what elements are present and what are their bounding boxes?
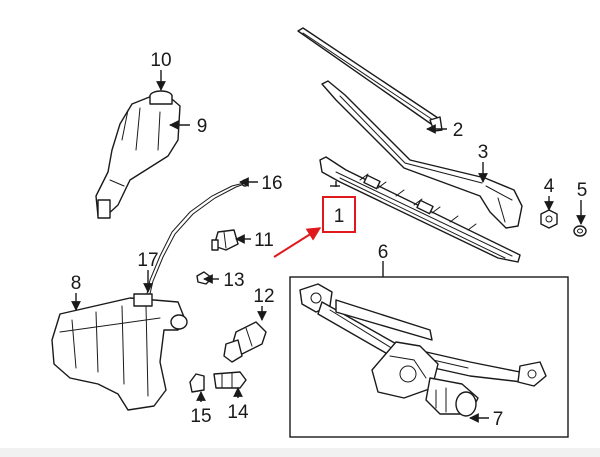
callout-11: 11	[254, 230, 274, 251]
part-clip	[196, 271, 213, 285]
callout-3: 3	[478, 142, 489, 163]
callout-17: 17	[137, 250, 158, 271]
part-level-sensor	[213, 371, 247, 389]
callout-labels: 1 2 3 4 5 6 7 8 9 10 11 12 13 14 15 16 1…	[71, 50, 588, 430]
part-nut	[540, 209, 558, 229]
part-grommet	[189, 373, 205, 393]
callout-9: 9	[197, 116, 208, 137]
callout-10: 10	[150, 50, 171, 71]
inset-frame-wiper-linkage	[289, 276, 569, 438]
part-reservoir-upper	[95, 90, 181, 219]
callout-7: 7	[493, 409, 504, 430]
callout-13: 13	[223, 270, 244, 291]
part-wiper-blade-main	[319, 156, 521, 263]
part-washer	[573, 225, 587, 237]
callout-1: 1	[334, 206, 345, 227]
callout-5: 5	[577, 180, 588, 201]
part-washer-nozzle	[211, 229, 239, 251]
callout-2: 2	[453, 120, 464, 141]
callout-12: 12	[253, 286, 274, 307]
bottom-band	[0, 448, 600, 457]
highlight-box-item-1	[322, 196, 356, 233]
highlight-arrow-item-1	[273, 227, 322, 258]
part-washer-pump	[223, 321, 267, 363]
part-wiper-arm	[321, 80, 523, 229]
part-wiper-blade-upper	[297, 27, 443, 132]
callout-15: 15	[190, 406, 211, 427]
part-wiper-linkage	[299, 283, 547, 417]
callout-16: 16	[261, 173, 282, 194]
callout-14: 14	[227, 402, 249, 423]
callout-8: 8	[71, 273, 82, 294]
callout-4: 4	[544, 176, 555, 197]
callout-6: 6	[378, 242, 389, 263]
part-washer-reservoir	[51, 293, 188, 411]
leader-lines	[71, 70, 586, 423]
